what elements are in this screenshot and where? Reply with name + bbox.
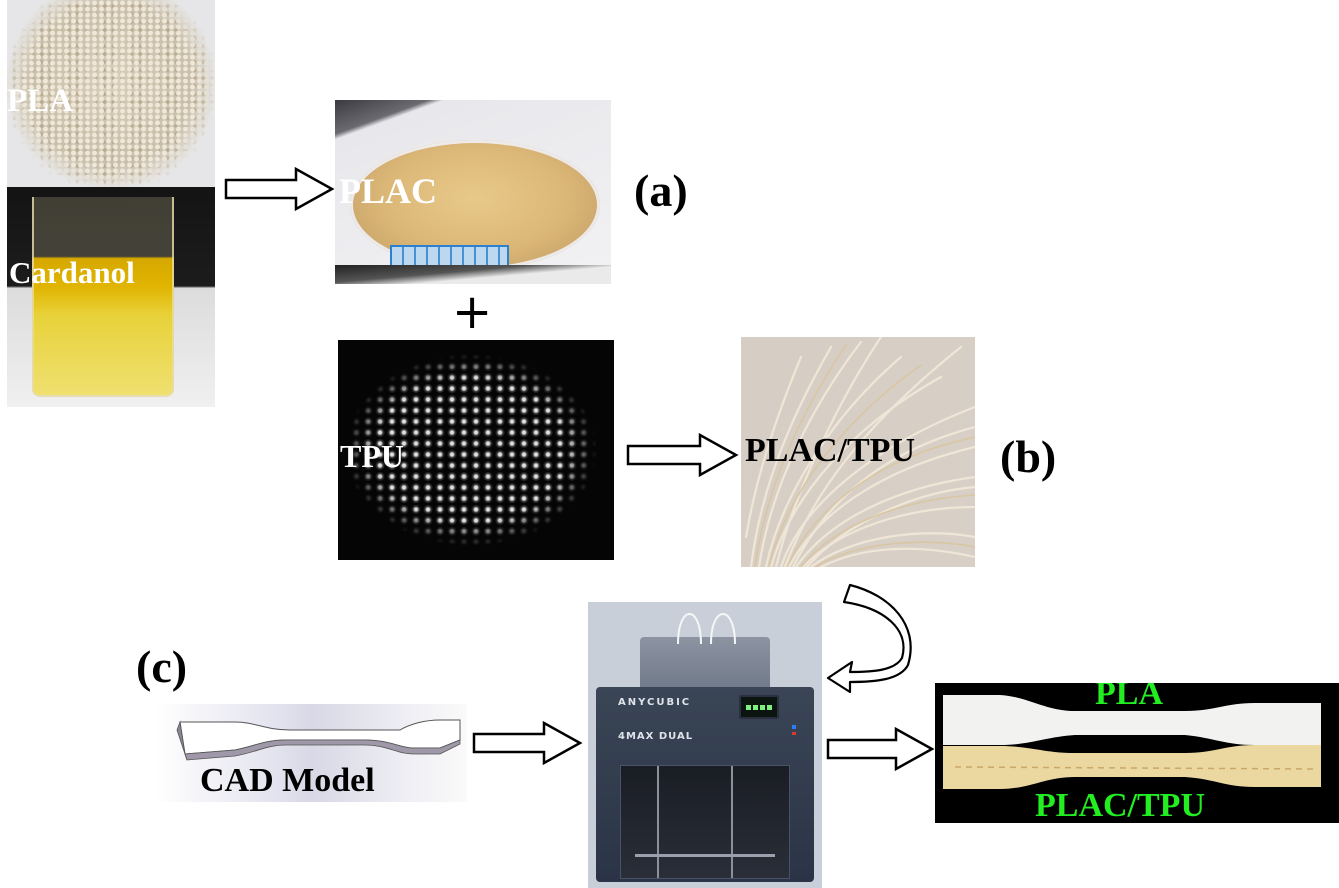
build-chamber bbox=[620, 765, 790, 879]
cad-model-label: CAD Model bbox=[200, 762, 375, 799]
plac-tpu-filament-label: PLAC/TPU bbox=[745, 432, 915, 469]
pla-label: PLA bbox=[7, 83, 73, 119]
cad-model-panel: CAD Model bbox=[155, 704, 467, 802]
tray-edge bbox=[335, 265, 611, 284]
tpu-pellets-photo: TPU bbox=[338, 340, 614, 560]
cardanol-label: Cardanol bbox=[9, 255, 135, 290]
printer-lid bbox=[640, 637, 770, 692]
specimen-label-plac-tpu: PLAC/TPU bbox=[1035, 787, 1205, 823]
specimen-shapes bbox=[943, 695, 1321, 789]
plus-sign: + bbox=[452, 284, 493, 340]
arrow-right-icon bbox=[224, 166, 335, 212]
filament-tubes bbox=[677, 613, 736, 645]
curved-arrow-icon bbox=[826, 583, 912, 694]
tpu-label: TPU bbox=[340, 438, 404, 474]
arrow-right-icon bbox=[826, 726, 935, 772]
plac-tpu-filament-photo: PLAC/TPU bbox=[741, 337, 975, 567]
arrow-right-icon bbox=[472, 720, 583, 766]
status-led-red bbox=[792, 732, 796, 735]
dogbone-specimen-cad bbox=[176, 719, 461, 761]
3d-printer-photo: ANYCUBIC 4MAX DUAL bbox=[588, 602, 822, 888]
specimen-label-pla: PLA bbox=[1095, 683, 1163, 712]
printer-body: ANYCUBIC 4MAX DUAL bbox=[596, 687, 814, 882]
guide-rod bbox=[657, 766, 659, 878]
printer-display bbox=[739, 695, 779, 719]
build-plate bbox=[635, 854, 775, 857]
panel-label-a: (a) bbox=[634, 165, 688, 216]
plac-granules-photo: PLAC bbox=[335, 100, 611, 284]
arrow-right-icon bbox=[626, 432, 739, 478]
panel-label-c: (c) bbox=[136, 641, 188, 692]
plac-label: PLAC bbox=[339, 171, 437, 211]
printed-specimens-photo: PLA PLAC/TPU bbox=[935, 683, 1339, 823]
filament-strands bbox=[744, 337, 975, 567]
printer-brand: ANYCUBIC bbox=[618, 697, 692, 708]
panel-label-b: (b) bbox=[1000, 431, 1057, 482]
beaker bbox=[32, 197, 174, 397]
printer-model: 4MAX DUAL bbox=[618, 731, 694, 742]
cardanol-beaker-photo: Cardanol bbox=[7, 187, 215, 407]
status-led-blue bbox=[792, 725, 796, 729]
guide-rod bbox=[731, 766, 733, 878]
pla-pellets-photo: PLA bbox=[7, 0, 215, 187]
